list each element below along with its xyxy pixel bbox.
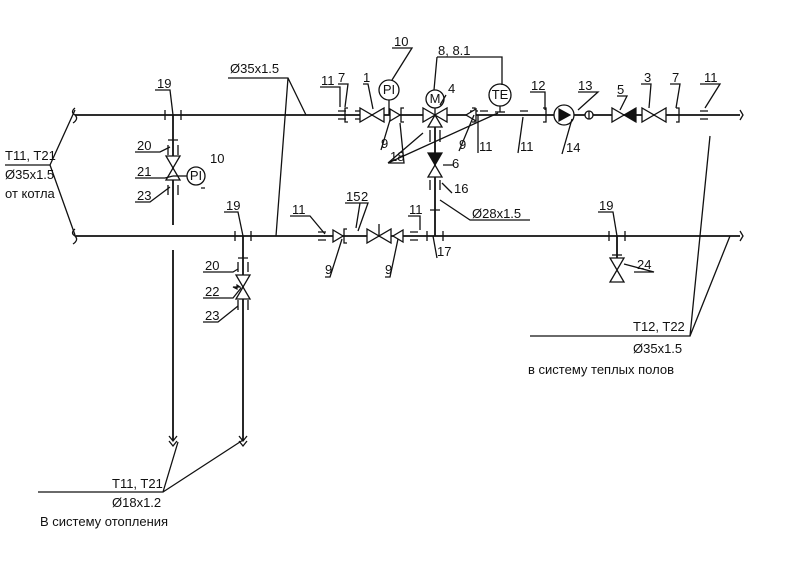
return-pipe [71,228,744,245]
check-valve-9c[interactable] [332,228,345,244]
leader-lines [5,47,731,493]
callout: 19 [157,76,171,91]
valve-21[interactable] [164,155,182,181]
callout: 19 [226,198,240,213]
callout: 3 [644,70,651,85]
callout: 22 [205,284,219,299]
callout: 13 [578,78,592,93]
check-valve-5[interactable] [611,106,637,124]
svg-text:PI: PI [190,168,202,183]
callout: 10 [394,34,408,49]
floor-outlet-code: T12, T22 [633,319,685,334]
callout: 9 [459,137,466,152]
valve-1[interactable] [359,106,385,124]
pipe-size-branch: Ø28x1.5 [472,206,521,221]
valve-6[interactable] [426,152,444,178]
callout: 11 [520,139,534,154]
pressure-gauge-pi-left: PI [173,166,206,186]
valve-3[interactable] [641,106,667,124]
callout: 2 [361,189,368,204]
callout: 18 [390,149,404,164]
three-way-valve-4[interactable] [422,106,448,128]
balancing-valve-2[interactable] [366,224,392,245]
callout: 24 [637,257,651,272]
callout: 8, 8.1 [438,43,471,58]
actuator-motor: M [425,89,445,115]
callout: 12 [531,78,545,93]
callout: 11 [409,202,423,217]
callout: 16 [454,181,468,196]
callout: 23 [205,308,219,323]
heating-outlet-desc: В систему отопления [40,514,168,529]
heating-outlet-code: T11, T21 [112,476,163,491]
callout: 7 [338,70,345,85]
svg-text:PI: PI [383,82,395,97]
callout: 21 [137,164,151,179]
svg-text:TE: TE [492,87,509,102]
callout: 20 [137,138,151,153]
heating-return-riser [238,236,248,448]
check-valve-9a[interactable] [389,107,402,123]
callout: 10 [210,151,224,166]
callout: 15 [346,189,360,204]
callout: 17 [437,244,451,259]
floor-outlet-desc: в систему теплых полов [528,362,674,377]
heating-outlet-size: Ø18x1.2 [112,495,161,510]
callout: 9 [381,136,388,151]
strainer-14[interactable] [584,110,594,120]
callout: 7 [672,70,679,85]
callout: 9 [385,262,392,277]
callout: 6 [452,156,459,171]
temperature-sensor-te: TE [488,83,512,113]
callout: 11 [479,139,493,154]
valve-22[interactable] [232,274,252,300]
callout: 4 [448,81,455,96]
valve-24[interactable] [608,257,626,283]
callout: 5 [617,82,624,97]
floor-outlet-size: Ø35x1.5 [633,341,682,356]
callout: 1 [363,70,370,85]
pump-13[interactable] [553,104,575,126]
labels: Ø35x1.5 T11, T21 Ø35x1.5 от котла T12, T… [5,34,718,529]
inlet-desc: от котла [5,186,56,201]
pressure-gauge-pi-top: PI [378,79,400,115]
callout: 11 [292,202,306,217]
fitting-marks [164,107,708,310]
inlet-code: T11, T21 [5,148,56,163]
inlet-size: Ø35x1.5 [5,167,54,182]
callout: 11 [704,70,718,85]
callout: 14 [566,140,580,155]
svg-text:M: M [430,91,441,106]
callout: 19 [599,198,613,213]
callout: 20 [205,258,219,273]
pipe-size-main: Ø35x1.5 [230,61,279,76]
callout: 11 [321,73,335,88]
callout: 23 [137,188,151,203]
callout: 9 [325,262,332,277]
check-valve-9b[interactable] [464,107,477,123]
